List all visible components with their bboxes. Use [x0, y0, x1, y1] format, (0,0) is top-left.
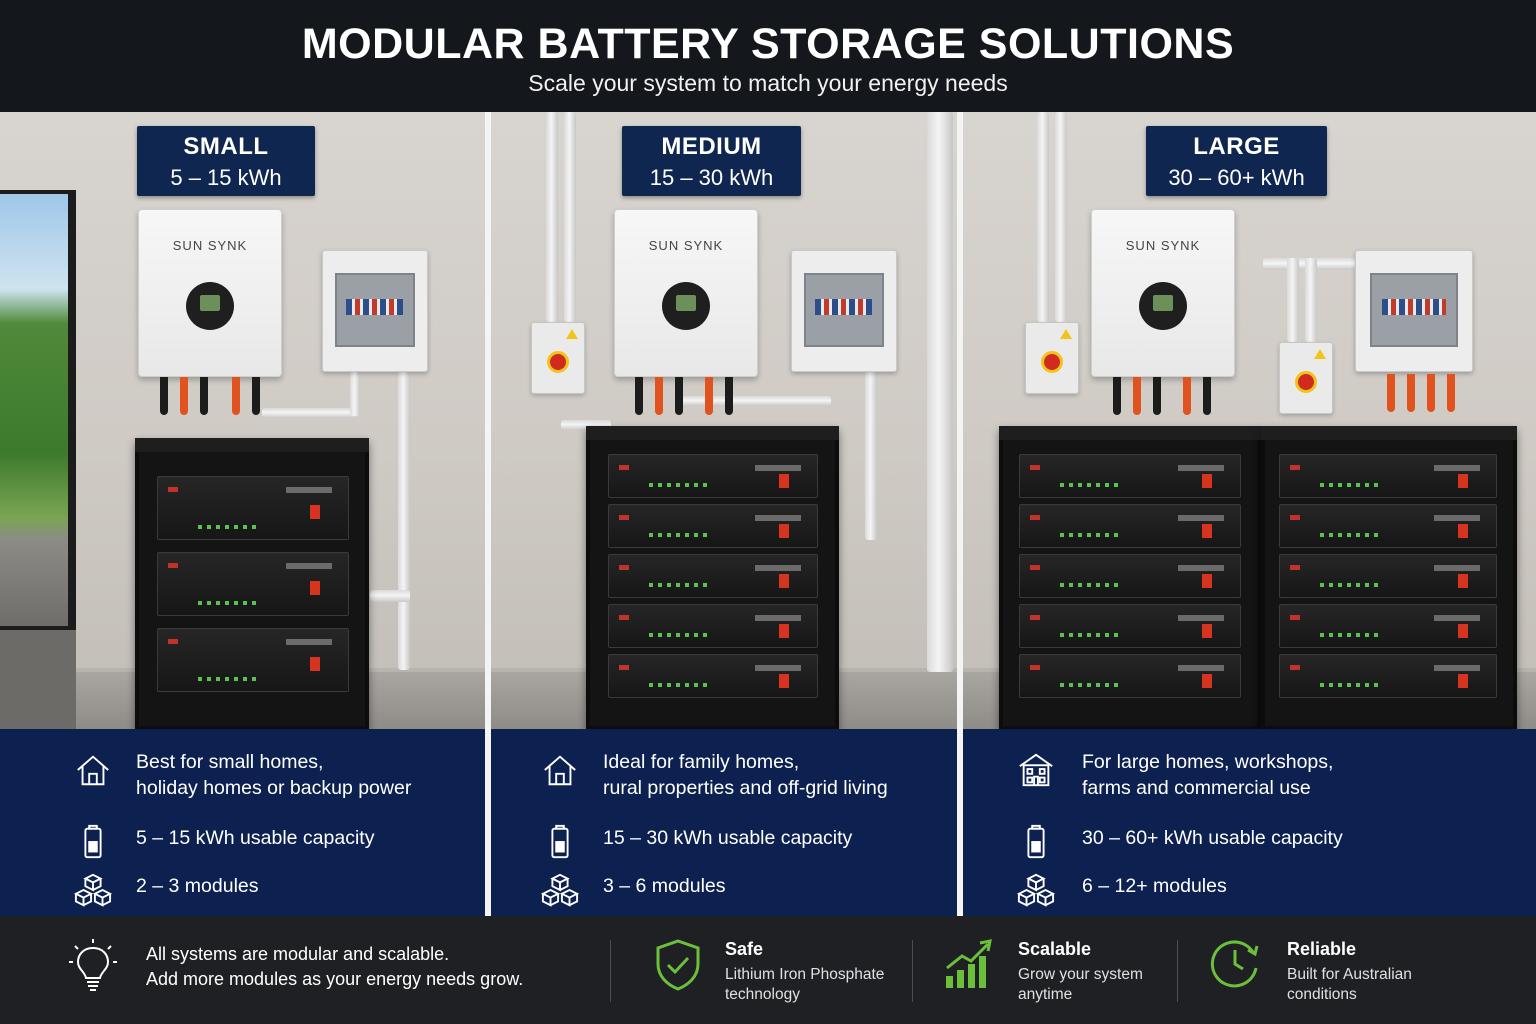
battery-module [1019, 504, 1241, 548]
tier-info-large: For large homes, workshops, farms and co… [963, 729, 1536, 916]
tier-description-line1: For large homes, workshops, [1082, 751, 1334, 773]
battery-module [608, 654, 818, 698]
battery-icon [551, 824, 569, 859]
battery-icon [84, 824, 102, 859]
shield-check-icon [656, 939, 700, 991]
tier-capacity: 30 – 60+ kWh usable capacity [1082, 827, 1343, 849]
window [0, 190, 76, 630]
feature-desc-line2: conditions [1287, 986, 1357, 1003]
battery-module [608, 554, 818, 598]
tier-capacity: 5 – 15 kWh usable capacity [136, 827, 375, 849]
inverter: SUN SYNK [1091, 209, 1235, 377]
battery-rack [135, 438, 369, 729]
installation-photo-large: LARGE 30 – 60+ kWh SUN SYNK [963, 112, 1536, 729]
inverter-display [186, 282, 234, 330]
tier-modules: 2 – 3 modules [136, 875, 259, 897]
distribution-board [1355, 250, 1473, 372]
inverter: SUN SYNK [138, 209, 282, 377]
inverter-display [1139, 282, 1187, 330]
battery-rack [999, 426, 1261, 729]
cubes-icon [74, 873, 112, 907]
tier-range: 15 – 30 kWh [649, 165, 774, 190]
feature-desc-line2: anytime [1018, 986, 1073, 1003]
tier-panels: SMALL 5 – 15 kWh SUN SYNK [0, 112, 1536, 916]
tier-info-medium: Ideal for family homes, rural properties… [491, 729, 957, 916]
feature-desc-line1: Built for Australian [1287, 966, 1412, 983]
battery-module [157, 552, 349, 616]
battery-module [1279, 454, 1497, 498]
feature-desc-line2: technology [725, 986, 800, 1003]
feature-title-scalable: Scalable [1018, 939, 1092, 959]
lightbulb-icon [69, 939, 117, 991]
tier-capacity: 15 – 30 kWh usable capacity [603, 827, 853, 849]
installation-photo-medium: MEDIUM 15 – 30 kWh SUN SYNK [491, 112, 957, 729]
tier-name: SMALL [183, 133, 269, 160]
tier-name: MEDIUM [661, 133, 762, 160]
battery-module [1279, 654, 1497, 698]
feature-title-reliable: Reliable [1287, 939, 1357, 959]
footer-note-line2: Add more modules as your energy needs gr… [146, 969, 524, 989]
battery-module [1279, 554, 1497, 598]
feature-desc-line1: Lithium Iron Phosphate [725, 966, 885, 983]
battery-icon [1027, 824, 1045, 859]
feature-desc-line1: Grow your system [1018, 966, 1143, 983]
tier-panel-medium: MEDIUM 15 – 30 kWh SUN SYNK [491, 112, 957, 916]
distribution-board [791, 250, 897, 372]
inverter-brand: SUN SYNK [648, 238, 724, 253]
battery-module [1279, 604, 1497, 648]
feature-title-safe: Safe [725, 939, 764, 959]
tier-panel-small: SMALL 5 – 15 kWh SUN SYNK [0, 112, 485, 916]
battery-module [1019, 454, 1241, 498]
tier-description-line2: holiday homes or backup power [136, 777, 412, 799]
battery-module [608, 454, 818, 498]
tier-name: LARGE [1193, 133, 1280, 160]
footer-note-line1: All systems are modular and scalable. [146, 944, 450, 964]
battery-rack [586, 426, 839, 729]
tier-modules: 3 – 6 modules [603, 875, 726, 897]
battery-module [608, 604, 818, 648]
page-subtitle: Scale your system to match your energy n… [528, 70, 1008, 96]
inverter-display [662, 282, 710, 330]
battery-module [157, 628, 349, 692]
isolator-switch [531, 322, 585, 394]
tier-label-medium: MEDIUM 15 – 30 kWh [622, 126, 801, 196]
distribution-board [322, 250, 428, 372]
battery-module [1019, 604, 1241, 648]
growth-chart-icon [946, 939, 992, 988]
tier-range: 5 – 15 kWh [170, 165, 282, 190]
tier-label-small: SMALL 5 – 15 kWh [137, 126, 315, 196]
inverter: SUN SYNK [614, 209, 758, 377]
inverter-brand: SUN SYNK [1125, 238, 1201, 253]
battery-module [1019, 654, 1241, 698]
building-icon [1019, 753, 1053, 787]
isolator-switch [1025, 322, 1079, 394]
house-icon [544, 755, 576, 786]
clock-arrow-icon [1210, 940, 1259, 988]
page-header: MODULAR BATTERY STORAGE SOLUTIONS Scale … [0, 0, 1536, 112]
tier-panel-large: LARGE 30 – 60+ kWh SUN SYNK [963, 112, 1536, 916]
tier-description-line1: Best for small homes, [136, 751, 324, 773]
battery-module [1279, 504, 1497, 548]
battery-module [1019, 554, 1241, 598]
installation-photo-small: SMALL 5 – 15 kWh SUN SYNK [0, 112, 485, 729]
tier-description-line1: Ideal for family homes, [603, 751, 800, 773]
battery-module [157, 476, 349, 540]
tier-range: 30 – 60+ kWh [1168, 165, 1305, 190]
page-title: MODULAR BATTERY STORAGE SOLUTIONS [301, 20, 1235, 68]
footer: All systems are modular and scalable. Ad… [0, 916, 1536, 1024]
tier-description-line2: rural properties and off-grid living [603, 777, 888, 799]
tier-info-small: Best for small homes, holiday homes or b… [0, 729, 485, 916]
tier-modules: 6 – 12+ modules [1082, 875, 1227, 897]
cubes-icon [1017, 873, 1055, 907]
battery-rack [1261, 426, 1517, 729]
tier-description-line2: farms and commercial use [1082, 777, 1311, 799]
house-icon [77, 755, 109, 786]
battery-module [608, 504, 818, 548]
isolator-switch [1279, 342, 1333, 414]
cubes-icon [541, 873, 579, 907]
inverter-brand: SUN SYNK [172, 238, 248, 253]
tier-label-large: LARGE 30 – 60+ kWh [1146, 126, 1327, 196]
